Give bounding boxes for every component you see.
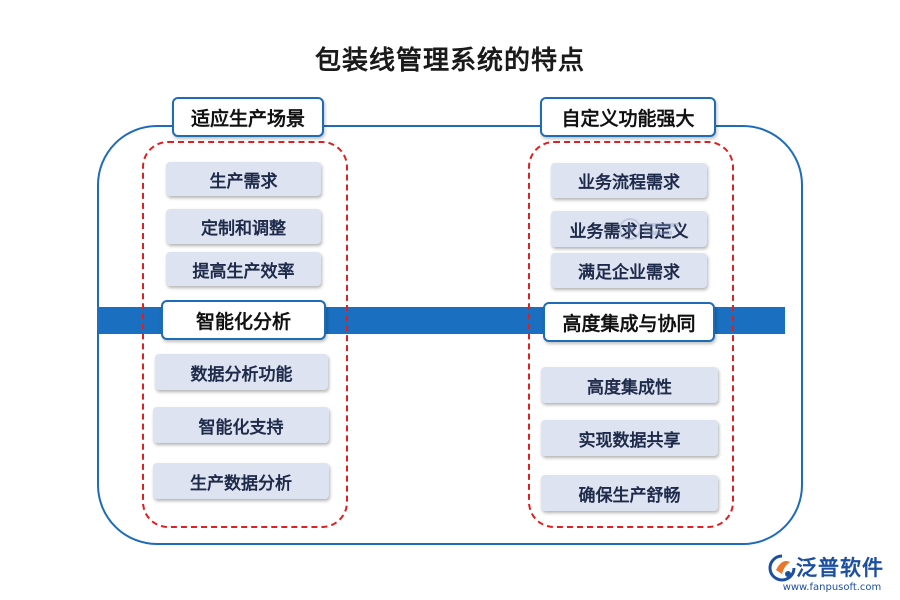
watermark-logo [618, 214, 682, 244]
item-data-sharing: 实现数据共享 [541, 420, 718, 456]
item-high-integration: 高度集成性 [541, 367, 718, 403]
item-production-demand: 生产需求 [166, 162, 321, 196]
header-custom-functions: 自定义功能强大 [540, 97, 716, 137]
item-smooth-production: 确保生产舒畅 [541, 475, 718, 511]
item-intelligent-support: 智能化支持 [153, 407, 329, 443]
fanpu-logo-icon [768, 554, 796, 582]
item-business-demand-custom: 业务需求自定义 [551, 211, 707, 247]
brand-url: www.fanpusoft.com [782, 582, 882, 593]
item-data-analysis-function: 数据分析功能 [155, 354, 328, 390]
header-intelligent-analysis: 智能化分析 [161, 300, 326, 340]
item-customize-adjust: 定制和调整 [166, 209, 321, 244]
header-integration-collaboration: 高度集成与协同 [543, 302, 715, 342]
item-meet-enterprise-demand: 满足企业需求 [551, 253, 707, 288]
item-improve-efficiency: 提高生产效率 [166, 252, 321, 286]
page-title: 包装线管理系统的特点 [314, 46, 585, 76]
item-business-process-demand: 业务流程需求 [551, 163, 707, 198]
right-dashed-group [528, 141, 734, 528]
left-dashed-group [142, 141, 348, 528]
brand-logo: 泛普软件 www.fanpusoft.com [768, 552, 896, 596]
item-production-data-analysis: 生产数据分析 [153, 463, 329, 499]
brand-name: 泛普软件 [796, 556, 884, 580]
header-adapt-production: 适应生产场景 [172, 97, 324, 137]
